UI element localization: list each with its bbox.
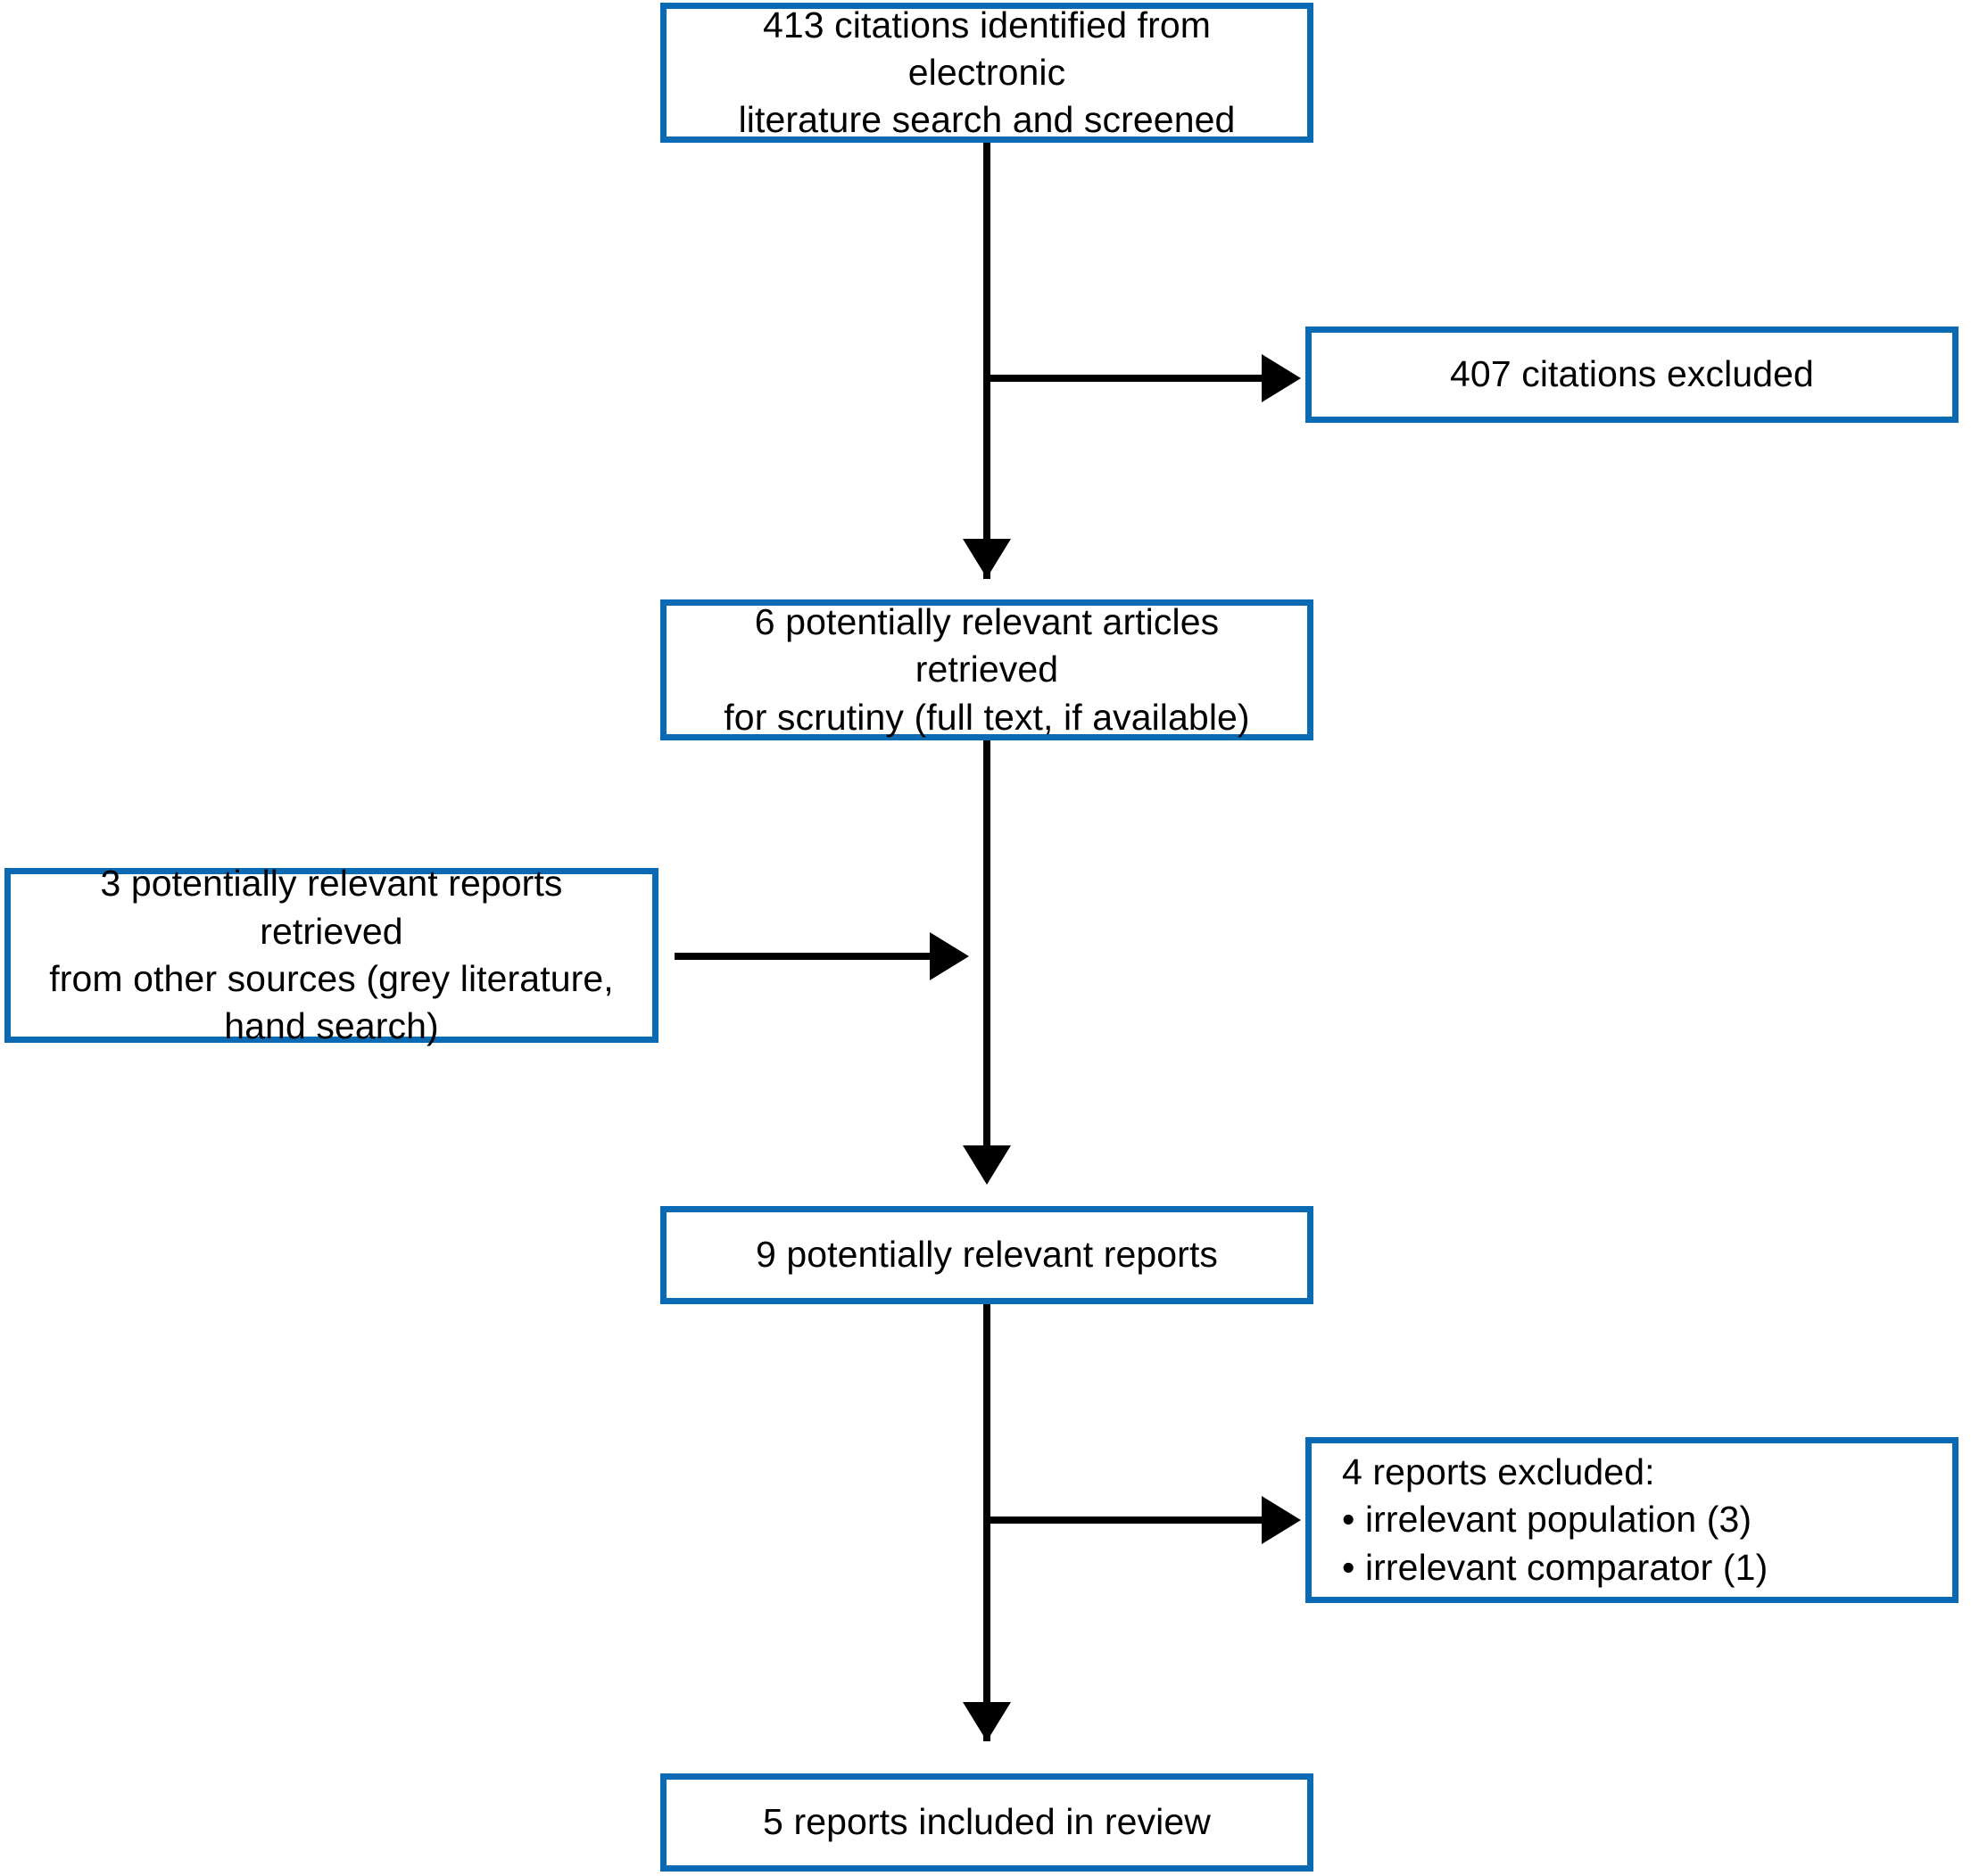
arrowhead-identified-to-citations-excluded — [1262, 354, 1301, 402]
arrowhead-relevant-reports-to-included — [963, 1702, 1011, 1741]
node-reports-excluded: 4 reports excluded: • irrelevant populat… — [1305, 1437, 1959, 1603]
connector-other-sources-to-spine — [675, 953, 933, 960]
arrowhead-identified-to-retrieved — [963, 539, 1011, 578]
node-relevant-reports-label: 9 potentially relevant reports — [755, 1234, 1219, 1276]
arrowhead-other-sources-to-spine — [930, 932, 969, 980]
node-relevant-reports: 9 potentially relevant reports — [660, 1206, 1313, 1304]
arrowhead-retrieved-to-relevant-reports — [963, 1145, 1011, 1185]
node-retrieved-articles-label: 6 potentially relevant articles retrieve… — [724, 601, 1250, 738]
connector-identified-to-retrieved — [983, 143, 990, 579]
connector-identified-to-citations-excluded — [983, 375, 1269, 382]
node-reports-excluded-label: 4 reports excluded: • irrelevant populat… — [1342, 1451, 1768, 1588]
node-included-in-review-label: 5 reports included in review — [763, 1801, 1211, 1843]
node-citations-excluded: 407 citations excluded — [1305, 326, 1959, 423]
node-included-in-review: 5 reports included in review — [660, 1773, 1313, 1872]
node-citations-identified-label: 413 citations identified from electronic… — [738, 4, 1236, 141]
connector-retrieved-to-relevant-reports — [983, 740, 990, 1147]
arrowhead-relevant-reports-to-reports-excluded — [1262, 1496, 1301, 1544]
node-citations-excluded-label: 407 citations excluded — [1450, 353, 1814, 395]
node-citations-identified: 413 citations identified from electronic… — [660, 3, 1313, 143]
node-other-sources: 3 potentially relevant reports retrieved… — [4, 863, 658, 1046]
node-other-sources-label: 3 potentially relevant reports retrieved… — [49, 863, 614, 1047]
node-retrieved-articles: 6 potentially relevant articles retrieve… — [660, 599, 1313, 740]
connector-relevant-reports-to-reports-excluded — [983, 1517, 1269, 1524]
